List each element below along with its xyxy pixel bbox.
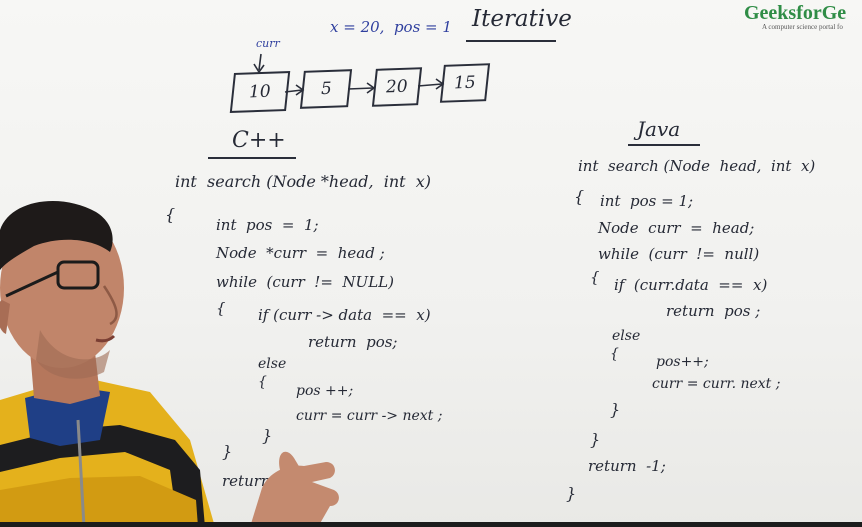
presenter-mouth	[95, 334, 116, 343]
java-code-line: {	[574, 187, 585, 206]
presenter-glasses-lens	[56, 260, 100, 290]
cpp-heading-underline	[208, 157, 296, 159]
cpp-code-line: curr = curr -> next ;	[296, 408, 443, 424]
search-parameters: x = 20, pos = 1	[330, 18, 452, 36]
presenter-finger	[279, 451, 300, 470]
cpp-heading: C++	[232, 128, 286, 153]
java-code-line: Node curr = head;	[598, 219, 755, 237]
logo-text: GeeksforGe	[744, 2, 847, 24]
java-code-line: pos++;	[656, 354, 709, 370]
cpp-code-line: int search (Node *head, int x)	[175, 172, 432, 191]
presenter-hair	[0, 200, 113, 270]
java-code-line: int search (Node head, int x)	[578, 157, 816, 175]
cpp-code-line: {	[258, 374, 267, 390]
cpp-code-line: {	[165, 205, 176, 224]
presenter-collar	[25, 386, 110, 446]
presenter-jacket-stripe	[0, 476, 198, 527]
java-code-line: int pos = 1;	[600, 192, 694, 210]
presenter-jacket-stripe	[0, 425, 205, 527]
presenter-glasses-arm	[5, 270, 59, 298]
java-code-line: curr = curr. next ;	[652, 376, 781, 392]
java-code-line: {	[610, 346, 619, 362]
presenter-zipper	[76, 419, 86, 527]
presenter-ear	[0, 300, 10, 334]
java-heading-underline	[628, 144, 700, 146]
logo-tagline: A computer science portal fo	[762, 23, 843, 31]
cpp-code-line: int pos = 1;	[216, 216, 319, 234]
presenter-beard-shadow	[36, 330, 110, 379]
java-code-line: while (curr != null)	[598, 245, 760, 263]
java-code-line: }	[610, 400, 621, 419]
java-code-line: return -1;	[588, 457, 666, 475]
cpp-code-line: Node *curr = head ;	[216, 244, 385, 262]
java-code-line: }	[566, 484, 577, 503]
cpp-code-line: pos ++;	[296, 383, 354, 399]
java-code-line: {	[590, 268, 600, 286]
cpp-code-line: if (curr -> data == x)	[258, 306, 431, 324]
cpp-code-line: }	[262, 426, 273, 445]
cpp-code-line: {	[216, 299, 226, 317]
site-logo: GeeksforGe A computer science portal fo	[744, 2, 862, 31]
presenter-nose	[102, 285, 118, 326]
cpp-code-line: }	[222, 442, 233, 461]
java-code-line: if (curr.data == x)	[614, 276, 768, 294]
slide-title: Iterative	[472, 6, 572, 32]
title-underline	[466, 40, 556, 42]
cpp-code-line: else	[258, 356, 287, 372]
java-heading: Java	[637, 117, 681, 141]
java-code-line: else	[612, 328, 641, 344]
cpp-code-line: return pos;	[308, 333, 398, 351]
java-code-line: return pos ;	[666, 302, 761, 320]
video-bottom-bar	[0, 522, 862, 527]
presenter-hand	[250, 462, 339, 527]
cpp-code-line: while (curr != NULL)	[216, 273, 394, 291]
curr-pointer-label: curr	[256, 37, 280, 50]
java-code-line: }	[590, 430, 601, 449]
